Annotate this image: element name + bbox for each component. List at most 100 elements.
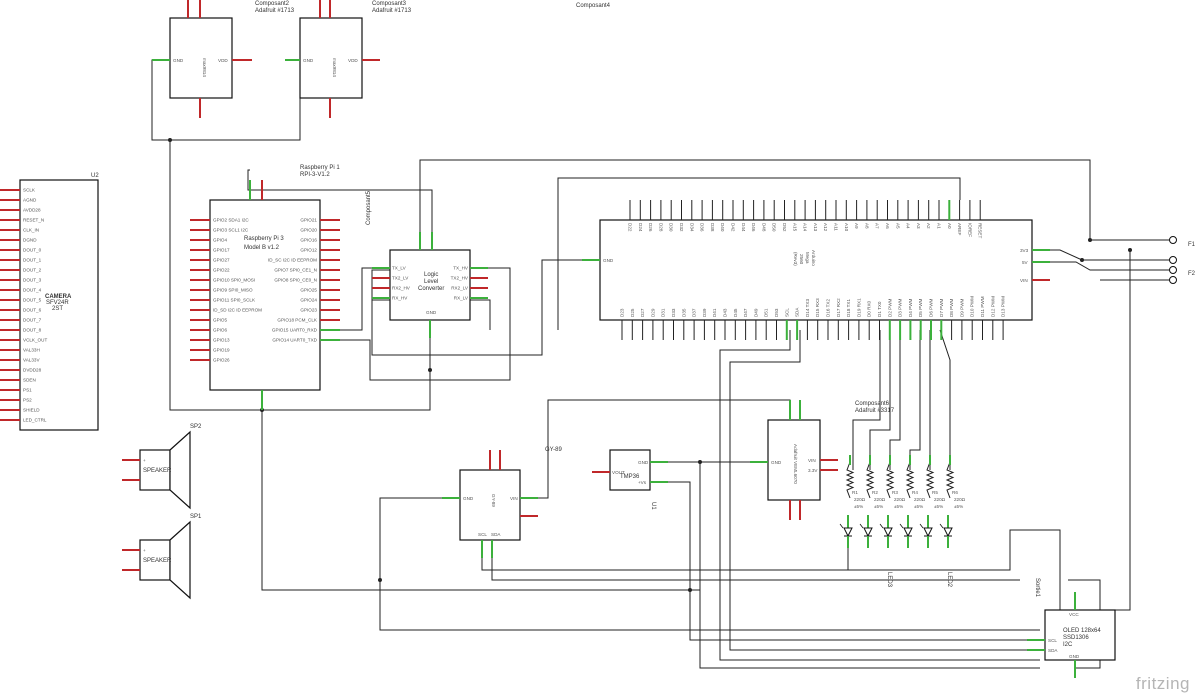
- converter-pin-label: RX2_LV: [451, 286, 469, 291]
- camera-pin-label: DOUT_2: [23, 268, 42, 273]
- camera-pin-label: DVDD28: [23, 368, 42, 373]
- arduino-pin-label: A15: [792, 223, 797, 232]
- converter-pin-label: TX2_LV: [392, 276, 409, 281]
- rpi-pin-label: GPIO2 SDA1 I2C: [213, 218, 249, 223]
- resistor: [885, 461, 895, 499]
- camera-name: CAMERA: [45, 294, 72, 300]
- camera-pin-label: SCLK: [23, 188, 36, 193]
- arduino-pin-label: D31: [661, 308, 666, 317]
- rpi-pin-label: GPIO27: [213, 258, 230, 263]
- mic-composant3[interactable]: GND VDD max9814: [285, 0, 380, 118]
- oled-chip: SSD1306: [1063, 635, 1089, 641]
- arduino-pin-label: D29: [650, 308, 655, 317]
- arduino-pin-label: A12: [823, 223, 828, 232]
- resistor-value: 220Ω: [894, 497, 906, 502]
- rpi-pin-label: GPIO19: [213, 348, 230, 353]
- camera-pin-label: VAL33V: [23, 358, 40, 363]
- camera-model2: 2ST: [52, 306, 63, 312]
- mic-composant2[interactable]: GND VDD max9814: [152, 0, 252, 118]
- rpi-pin-label: GPIO20: [300, 228, 317, 233]
- arduino-pin-label: D36: [700, 223, 705, 232]
- fritzing-watermark: fritzing: [1135, 674, 1190, 693]
- rpi-pin-label: GPIO9 SPI0_MISO: [213, 288, 253, 293]
- converter-gnd: GND: [426, 310, 437, 315]
- resistor-tolerance: ±5%: [874, 504, 883, 509]
- rpi-pin-label: GPIO8 SPI0_CE0_N: [274, 278, 317, 283]
- arduino-pin-label: D46: [751, 223, 756, 232]
- camera-pin-label: DOUT_0: [23, 248, 42, 253]
- tmp36-label: TMP36: [620, 474, 640, 480]
- arduino-pin-label: SCL: [784, 308, 789, 317]
- rpi-subtitle: RPI-3-V1.2: [300, 172, 330, 178]
- camera-pin-label: DOUT_7: [23, 318, 42, 323]
- resistor-ref: R3: [892, 490, 898, 495]
- veml6070-sensor[interactable]: GND VIN 3.3V Adafruit VEML6070: [750, 400, 838, 520]
- gy89-gnd: GND: [463, 496, 474, 501]
- veml-3v3: 3.3V: [808, 468, 818, 473]
- arduino-pin-label: D8 PWM: [949, 298, 954, 317]
- camera-pin-label: LED_CTRL: [23, 418, 47, 423]
- veml-part: Adafruit VEML6070: [793, 444, 798, 484]
- arduino-pin-label: D6 PWM: [929, 298, 934, 317]
- arduino-pin-label: D32: [679, 223, 684, 232]
- connector-f2[interactable]: F2: [1169, 266, 1196, 284]
- camera-pin-label: AGND: [23, 198, 37, 203]
- arduino-pin-label: A1: [937, 223, 942, 229]
- arduino-name: Arduino: [811, 250, 816, 266]
- rpi-pin-label: GPIO12: [300, 248, 317, 253]
- resistor: [925, 461, 935, 499]
- led-diode: [923, 527, 933, 538]
- mic2-vdd-label: VDD: [348, 58, 358, 63]
- resistor-value: 220Ω: [934, 497, 946, 502]
- sp2-label: SPEAKER: [143, 468, 172, 474]
- oled-display[interactable]: VCC SCL SDA GND OLED 128x64 SSD1306 I2C: [1027, 592, 1116, 678]
- converter-pin-label: TX_HV: [453, 266, 469, 271]
- arduino-pin-label: D18 TX1: [846, 299, 851, 317]
- rpi-pin-label: GPIO15 UART0_RXD: [272, 328, 318, 333]
- camera-pin-label: CLK_IN: [23, 228, 39, 233]
- camera-module[interactable]: SCLKAGNDAVDD28RESET_NCLK_INDGNDDOUT_0DOU…: [0, 173, 99, 431]
- resistor-tolerance: ±5%: [894, 504, 903, 509]
- arduino-pin-label: D47: [743, 308, 748, 317]
- arduino-pin-label: D52: [782, 223, 787, 232]
- resistor: [865, 461, 875, 499]
- rpi-pin-label: GPIO16: [300, 238, 317, 243]
- tmp36-sensor[interactable]: VOUT GND +Vs TMP36 U1: [592, 449, 668, 510]
- camera-pin-label: SHIELD: [23, 408, 40, 413]
- led-ray: [839, 523, 844, 529]
- gy89-sensor[interactable]: GND VIN GY-89 SCL SDA: [442, 450, 538, 558]
- arduino-pin-label: D43: [723, 308, 728, 317]
- sp1-ref: SP1: [190, 514, 202, 520]
- arduino-name4: (Rev3): [793, 252, 798, 266]
- camera-pin-label: DOUT_4: [23, 288, 42, 293]
- arduino-pin-label: A0: [947, 223, 952, 229]
- rpi-pin-label: ID_SD I2C ID EEPROM: [213, 308, 262, 313]
- arduino-pin-label: D28: [658, 223, 663, 232]
- mic-gnd-label: GND: [173, 58, 184, 63]
- arduino-pin-label: D27: [640, 308, 645, 317]
- resistor: [945, 461, 955, 499]
- rpi-pin-label: GPIO7 SPI0_CE1_N: [274, 268, 317, 273]
- composant3-subtitle: Adafruit #1713: [372, 8, 412, 14]
- arduino-pin-label: A2: [926, 223, 931, 229]
- gy89-scl: SCL: [478, 532, 487, 537]
- speaker-sp2[interactable]: + SPEAKER SP2: [122, 424, 202, 510]
- arduino-pin-label: A7: [875, 223, 880, 229]
- converter-name3: Converter: [418, 286, 444, 292]
- resistor-array: R1220Ω±5%R2220Ω±5%R3220Ω±5%R4220Ω±5%R522…: [845, 455, 966, 509]
- speaker-sp1[interactable]: + SPEAKER SP1: [122, 514, 202, 600]
- connector-f1[interactable]: F1: [1169, 236, 1196, 264]
- composant6-title: Composant6: [855, 401, 890, 407]
- camera-pin-label: SDEN: [23, 378, 36, 383]
- arduino-gnd: GND: [603, 258, 614, 263]
- camera-pin-label: DGND: [23, 238, 37, 243]
- oled-scl: SCL: [1048, 638, 1057, 643]
- arduino-pin-label: D9 PWM: [959, 298, 964, 317]
- resistor-tolerance: ±5%: [854, 504, 863, 509]
